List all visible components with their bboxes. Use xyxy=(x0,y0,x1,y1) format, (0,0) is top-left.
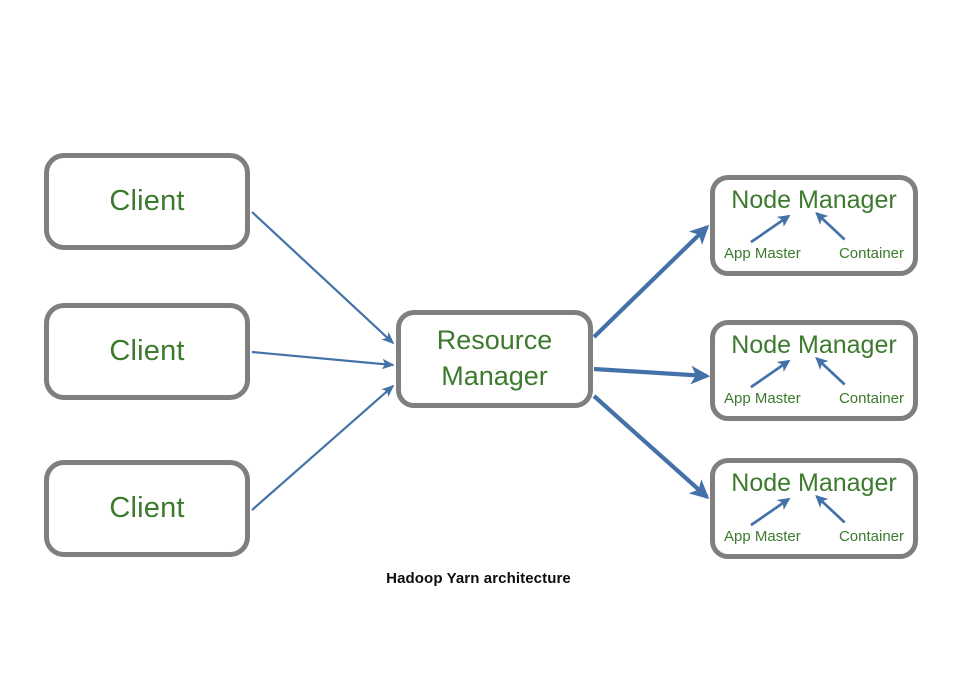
arrow-container-to-node-manager xyxy=(815,211,846,241)
client-label: Client xyxy=(109,334,185,367)
node-manager-box-1[interactable]: Node Manager App Master Container xyxy=(710,175,918,276)
client-box-1[interactable]: Client xyxy=(44,153,250,250)
node-manager-title: Node Manager xyxy=(731,186,897,214)
node-manager-subcomponents: App Master Container xyxy=(715,245,913,262)
app-master-label: App Master xyxy=(724,245,801,262)
client-label: Client xyxy=(109,184,185,217)
arrow-app-master-to-node-manager xyxy=(750,214,791,244)
client-box-2[interactable]: Client xyxy=(44,303,250,400)
client-label: Client xyxy=(109,491,185,524)
node-manager-box-2[interactable]: Node Manager App Master Container xyxy=(710,320,918,421)
node-manager-subcomponents: App Master Container xyxy=(715,528,913,545)
diagram-caption: Hadoop Yarn architecture xyxy=(386,570,571,587)
arrow-resource-manager-to-node-manager-2 xyxy=(593,365,711,385)
arrow-app-master-to-node-manager xyxy=(750,497,791,527)
arrow-client2-to-resource-manager xyxy=(251,350,395,370)
resource-manager-label-line1: Resource xyxy=(436,325,553,356)
arrow-app-master-to-node-manager xyxy=(750,359,791,389)
app-master-label: App Master xyxy=(724,390,801,407)
container-label: Container xyxy=(838,245,904,262)
resource-manager-box[interactable]: Resource Manager xyxy=(396,310,593,408)
arrow-container-to-node-manager xyxy=(815,494,846,524)
resource-manager-label-line2: Manager xyxy=(441,361,548,391)
arrow-client1-to-resource-manager xyxy=(251,211,395,345)
node-manager-title: Node Manager xyxy=(731,469,897,497)
arrow-client3-to-resource-manager xyxy=(251,384,395,511)
arrow-resource-manager-to-node-manager-3 xyxy=(592,394,710,500)
app-master-label: App Master xyxy=(724,528,801,545)
container-label: Container xyxy=(838,528,904,545)
node-manager-title: Node Manager xyxy=(731,331,897,359)
container-label: Container xyxy=(838,390,904,407)
client-box-3[interactable]: Client xyxy=(44,460,250,557)
arrow-container-to-node-manager xyxy=(815,356,846,386)
arrow-resource-manager-to-node-manager-1 xyxy=(592,224,710,339)
node-manager-subcomponents: App Master Container xyxy=(715,390,913,407)
node-manager-box-3[interactable]: Node Manager App Master Container xyxy=(710,458,918,559)
